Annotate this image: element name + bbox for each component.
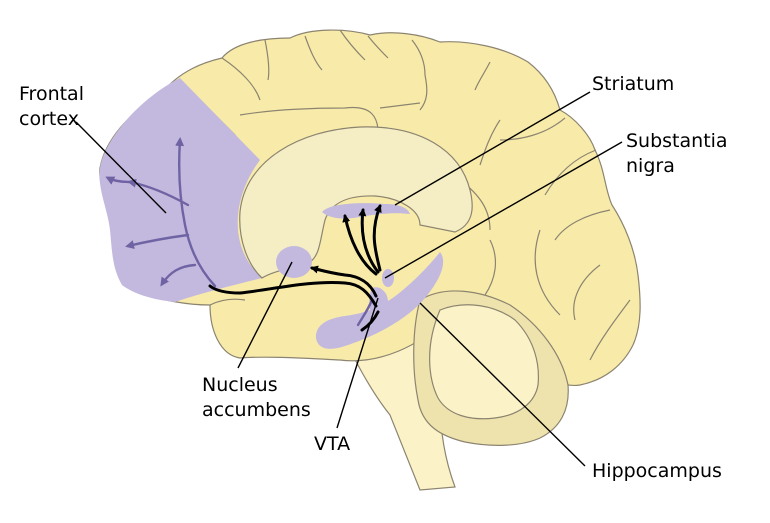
label-substantia-nigra-line1: Substantia <box>626 130 728 152</box>
cortical-dopamine-projections <box>105 137 374 327</box>
label-striatum-text: Striatum <box>592 73 675 95</box>
label-vta-text: VTA <box>314 433 351 455</box>
label-frontal-cortex-line2: cortex <box>19 108 79 130</box>
leader-lines <box>75 91 623 467</box>
label-nucleus-accumbens: Nucleus accumbens <box>202 373 311 423</box>
label-striatum: Striatum <box>592 72 674 97</box>
label-substantia-nigra-line2: nigra <box>626 155 675 177</box>
nucleus-accumbens-region <box>276 246 312 278</box>
label-frontal-cortex: Frontal cortex <box>19 82 84 132</box>
label-nucleus-accumbens-line1: Nucleus <box>202 374 278 396</box>
hippocampus-region <box>315 252 444 349</box>
substantia-nigra-region <box>382 269 394 287</box>
dopamine-pathways <box>208 204 382 332</box>
label-substantia-nigra: Substantia nigra <box>626 129 728 179</box>
label-vta: VTA <box>314 432 350 457</box>
label-nucleus-accumbens-line2: accumbens <box>202 399 311 421</box>
label-frontal-cortex-line1: Frontal <box>19 83 84 105</box>
label-hippocampus: Hippocampus <box>592 459 722 484</box>
label-hippocampus-text: Hippocampus <box>592 460 722 482</box>
